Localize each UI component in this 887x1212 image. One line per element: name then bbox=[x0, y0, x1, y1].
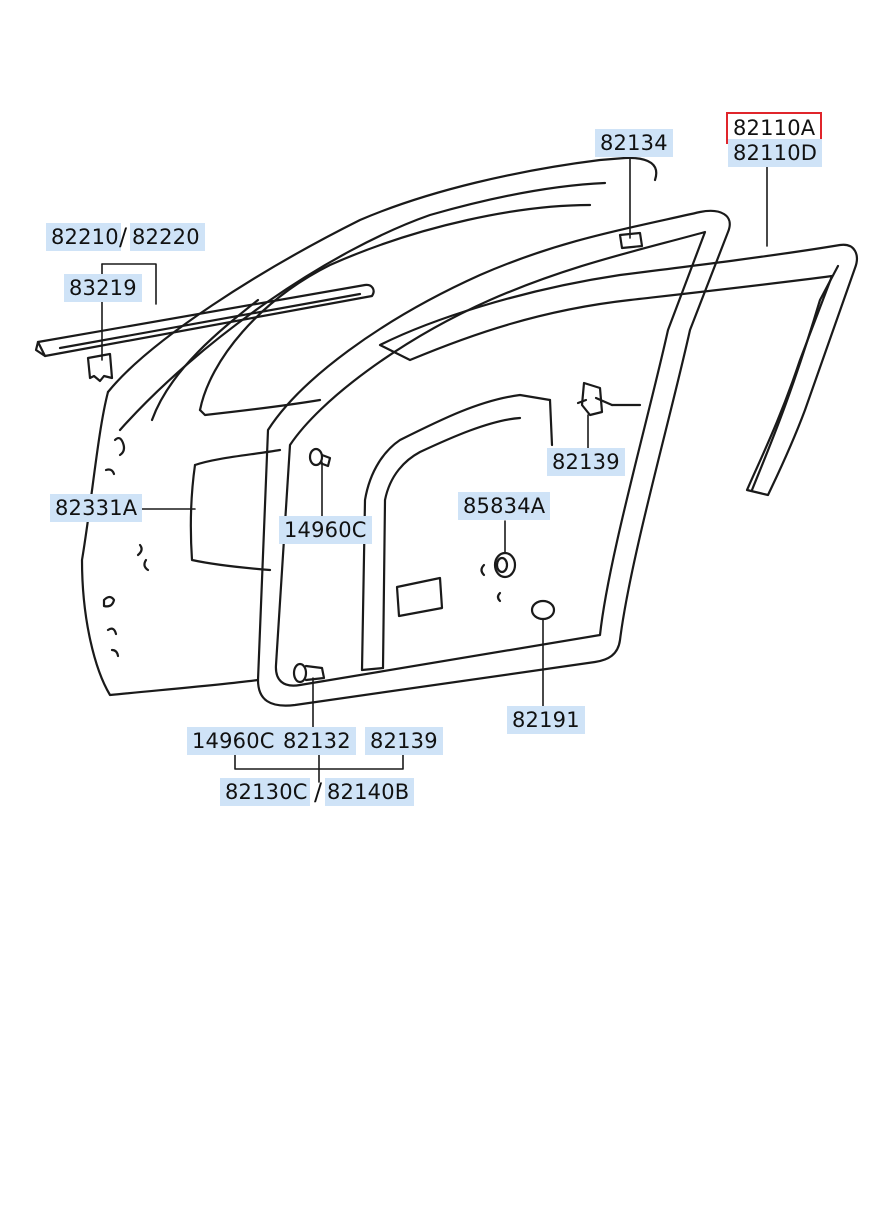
part-label-82132[interactable]: 82132 bbox=[278, 727, 356, 755]
belt-molding bbox=[34, 283, 375, 383]
outer-weatherstrip bbox=[378, 243, 858, 497]
part-label-14960C-upper[interactable]: 14960C bbox=[279, 516, 372, 544]
part-label-14960C-lower[interactable]: 14960C bbox=[187, 727, 280, 755]
part-label-82220[interactable]: 82220 bbox=[130, 223, 205, 251]
part-label-82134[interactable]: 82134 bbox=[595, 129, 673, 157]
part-label-83219[interactable]: 83219 bbox=[64, 274, 142, 302]
label-separator-lower: / bbox=[314, 778, 323, 806]
fasteners bbox=[292, 381, 642, 684]
part-label-82331A[interactable]: 82331A bbox=[50, 494, 143, 522]
part-label-82139-upper[interactable]: 82139 bbox=[547, 448, 625, 476]
part-label-82140B[interactable]: 82140B bbox=[325, 778, 415, 806]
part-label-82130C[interactable]: 82130C bbox=[220, 778, 310, 806]
part-label-82191[interactable]: 82191 bbox=[507, 706, 585, 734]
inner-weatherstrip bbox=[256, 209, 731, 707]
door-shell bbox=[80, 156, 658, 697]
part-label-82110A[interactable]: 82110A bbox=[725, 112, 823, 144]
label-separator: / bbox=[119, 223, 128, 251]
part-label-82110D[interactable]: 82110D bbox=[728, 139, 823, 167]
part-label-82139-lower[interactable]: 82139 bbox=[365, 727, 443, 755]
part-label-85834A[interactable]: 85834A bbox=[458, 492, 551, 520]
part-label-82210[interactable]: 82210 bbox=[46, 223, 121, 251]
